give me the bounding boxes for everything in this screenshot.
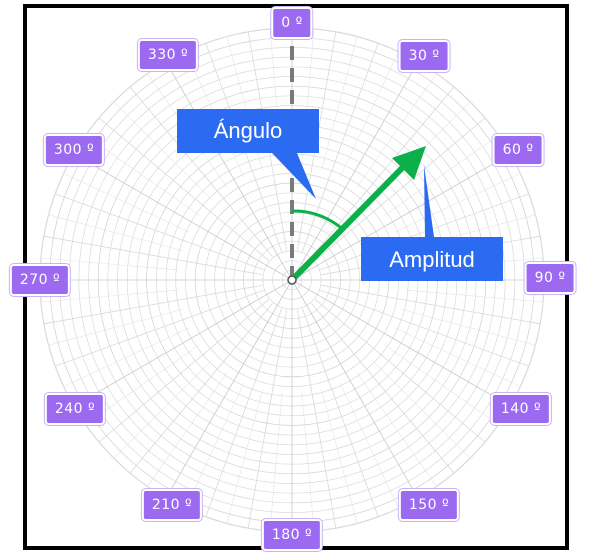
angle-label-180: 180 º (261, 519, 323, 551)
grid-spoke-fine (40, 289, 180, 303)
grid-spoke-fine (404, 289, 544, 303)
grid-spoke-fine (269, 392, 283, 532)
grid-spoke-fine (384, 135, 499, 216)
grid-spoke (314, 299, 486, 443)
angle-label-0: 0 º (271, 7, 313, 39)
grid-spoke (165, 61, 293, 281)
grid-spoke (301, 308, 379, 517)
grid-spoke (321, 284, 541, 325)
grid-spoke (55, 193, 264, 271)
grid-spoke-fine (371, 359, 471, 459)
grid-spoke-fine (339, 51, 399, 178)
angle-label-60: 60 º (492, 134, 544, 166)
grid-spoke (311, 86, 455, 258)
grid-spoke-fine (113, 101, 213, 201)
grid-spoke (43, 235, 263, 276)
grid-spoke-fine (226, 389, 263, 524)
grid-spoke (43, 284, 263, 325)
grid-spoke (291, 279, 419, 499)
grid-spoke (129, 302, 273, 474)
grid-spoke-fine (356, 73, 437, 188)
angle-label-330: 330 º (137, 39, 199, 71)
grid-spoke (291, 279, 511, 407)
angle-label-270: 270 º (9, 264, 71, 296)
grid-spoke (296, 309, 337, 529)
vector-arrowhead (392, 146, 426, 180)
grid-spoke (301, 43, 379, 252)
grid-spoke (98, 117, 270, 261)
grid-spoke-fine (63, 327, 190, 387)
grid-spoke-fine (401, 309, 536, 346)
angle-label-140: 140 º (490, 393, 552, 425)
grid-spoke-fine (384, 344, 499, 425)
grid-spoke-fine (356, 372, 437, 487)
grid-spoke (247, 309, 288, 529)
grid-spoke-fine (185, 382, 245, 509)
grid-spoke-fine (339, 382, 399, 509)
grid-spoke (73, 279, 293, 407)
grid-spoke (129, 86, 273, 258)
angle-label-300: 300 º (43, 134, 105, 166)
grid-spoke (320, 193, 529, 271)
grid-spoke (320, 289, 529, 367)
angle-label-90: 90 º (524, 262, 576, 294)
grid-spoke (314, 117, 486, 261)
grid-spoke-fine (321, 36, 358, 171)
grid-spoke-fine (113, 359, 213, 459)
grid-spoke-fine (394, 327, 521, 387)
grid-spoke-fine (321, 389, 358, 524)
grid-spoke (165, 279, 293, 499)
amplitude-callout-text: Amplitud (389, 247, 475, 272)
angle-callout-text: Ángulo (213, 118, 283, 143)
angle-callout-box (177, 109, 319, 199)
grid-spoke (311, 302, 455, 474)
angle-label-30: 30 º (398, 40, 450, 72)
grid-spoke-fine (48, 309, 183, 346)
angle-label-210: 210 º (141, 489, 203, 521)
grid-spoke-fine (48, 214, 183, 251)
grid-spoke-fine (147, 372, 228, 487)
grid-spoke-fine (40, 257, 180, 271)
grid-spoke (98, 299, 270, 443)
grid-spoke-fine (85, 135, 200, 216)
grid-spoke-fine (394, 173, 521, 233)
grid-spoke-fine (63, 173, 190, 233)
grid-spoke (291, 153, 511, 281)
angle-label-240: 240 º (44, 393, 106, 425)
grid-spoke-fine (301, 392, 315, 532)
amplitude-vector (289, 157, 413, 283)
grid-spoke (291, 61, 419, 281)
grid-spoke (55, 289, 264, 367)
grid-spoke (73, 153, 293, 281)
angle-label-150: 150 º (398, 489, 460, 521)
angle-arc (291, 209, 345, 232)
grid-spoke (205, 308, 283, 517)
origin-point (287, 275, 297, 285)
amplitude-callout-box (361, 165, 503, 281)
